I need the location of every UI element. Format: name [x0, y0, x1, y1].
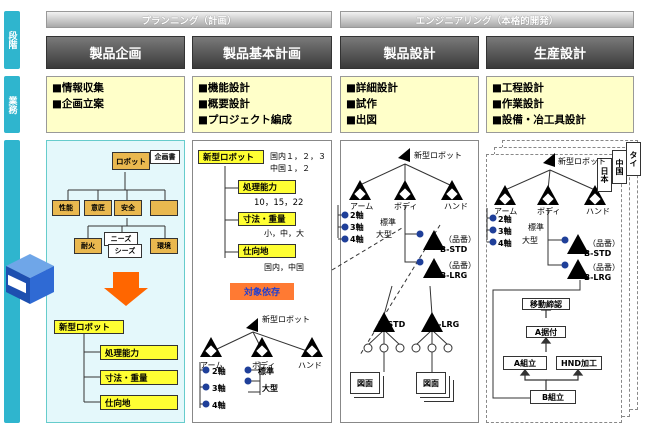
std-label: 標準 [258, 367, 274, 376]
safety-sub-folder [150, 200, 178, 216]
item-size-weight: 寸法・重量 [100, 370, 178, 385]
country-tab-china: 中国 [612, 150, 627, 184]
bstd-label: B-STD [584, 249, 612, 258]
engineering-group-header: エンジニアリング（本格的開発） [340, 11, 634, 28]
axis-2: 2軸 [498, 215, 512, 224]
arm-label: アーム [350, 202, 374, 211]
new-robot-label: 新型ロボット [54, 320, 124, 334]
flow-move-confirm: 移動締認 [522, 298, 570, 310]
task-item: ■作業設計 [492, 98, 544, 110]
arm-label: アーム [200, 361, 224, 370]
planning-group-header: プランニング（計画） [46, 11, 332, 28]
drawing-doc-a: 図面 [350, 372, 380, 394]
phase-product-design: 製品設計 [340, 36, 479, 69]
axis-2: 2軸 [212, 367, 226, 376]
part-number-label: （品番） [444, 261, 476, 270]
robot-folder: ロボット [112, 152, 150, 170]
sidebar-business: 業務 [4, 76, 20, 133]
task-item: ■設備・冶工具設計 [492, 114, 586, 126]
axis-2: 2軸 [350, 211, 364, 220]
task-item: ■詳細設計 [346, 82, 398, 94]
drawing-doc-b: 図面 [416, 372, 446, 394]
flow-hnd-machining: HND加工 [556, 356, 602, 370]
tasks-planning: ■情報収集 ■企画立案 [46, 76, 185, 133]
hand-label: ハンド [298, 361, 322, 370]
new-robot-label: 新型ロボット [198, 150, 264, 164]
phase-product-planning: 製品企画 [46, 36, 185, 69]
axis-4: 4軸 [498, 239, 512, 248]
body-label: ボディ [394, 202, 418, 211]
item-destination: 仕向地 [238, 244, 296, 258]
body-label: ボディ [537, 207, 561, 216]
axis-3: 3軸 [498, 227, 512, 236]
blrg-label: B-LRG [584, 273, 612, 282]
task-item: ■プロジェクト編成 [198, 114, 292, 126]
item-destination: 仕向地 [100, 395, 178, 410]
robot2-label: 新型ロボット [262, 315, 310, 324]
down-arrow-icon [104, 272, 148, 306]
country-tab-thai: タイ [626, 142, 641, 176]
task-item: ■試作 [346, 98, 377, 110]
large-label: 大型 [522, 236, 538, 245]
robot-triangle-icon [246, 318, 258, 332]
destination-values: 国内，中国 [264, 263, 304, 272]
environment-folder: 環境 [150, 238, 178, 254]
large-label: 大型 [376, 230, 392, 239]
fire-folder: 耐火 [74, 238, 102, 254]
part-number-label: （品番） [444, 235, 476, 244]
design-folder: 意匠 [84, 200, 112, 216]
task-item: ■工程設計 [492, 82, 544, 94]
task-item: ■概要設計 [198, 98, 250, 110]
axis-4: 4軸 [212, 401, 226, 410]
bstd-label: B-STD [440, 245, 468, 254]
part-number-label: （品番） [588, 239, 620, 248]
axis-3: 3軸 [212, 384, 226, 393]
std-label: 標準 [380, 218, 396, 227]
task-item: ■企画立案 [52, 98, 104, 110]
item-capacity: 処理能力 [100, 345, 178, 360]
hand-label: ハンド [586, 207, 610, 216]
task-item: ■出図 [346, 114, 377, 126]
tasks-product-design: ■詳細設計 ■試作 ■出図 [340, 76, 479, 133]
flow-a-assembly: A組立 [503, 356, 547, 370]
robot-label: 新型ロボット [558, 157, 606, 166]
tasks-basic-plan: ■機能設計 ■概要設計 ■プロジェクト編成 [192, 76, 332, 133]
capacity-values: 10，15，22 [254, 198, 304, 208]
bstd-node-label: B-STD [378, 320, 406, 329]
robot-label: 新型ロボット [414, 151, 462, 160]
task-item: ■機能設計 [198, 82, 250, 94]
size-values: 小，中，大 [264, 229, 304, 238]
item-capacity: 処理能力 [238, 180, 296, 194]
tasks-production-design: ■工程設計 ■作業設計 ■設備・冶工具設計 [486, 76, 634, 133]
plan-document: 企画書 [150, 150, 180, 164]
china-qty: 中国１，２ [270, 164, 310, 173]
item-size-weight: 寸法・重量 [238, 212, 296, 226]
hand-label: ハンド [444, 202, 468, 211]
seeds-document: シーズ [108, 244, 142, 258]
large-label: 大型 [262, 384, 278, 393]
target-dependent-badge: 対象依存 [230, 283, 294, 300]
blrg-label: B-LRG [440, 271, 468, 280]
arm-label: アーム [494, 207, 518, 216]
phase-production-design: 生産設計 [486, 36, 634, 69]
task-item: ■情報収集 [52, 82, 104, 94]
flow-a-install: A据付 [526, 326, 566, 338]
axis-4: 4軸 [350, 235, 364, 244]
body-label: ボディ [252, 361, 276, 370]
sap-cube-icon [2, 250, 58, 306]
blrg-node-label: B-LRG [432, 320, 460, 329]
performance-folder: 性能 [52, 200, 80, 216]
flow-b-assembly: B組立 [530, 390, 576, 404]
domestic-qty: 国内１，２，３ [270, 152, 326, 161]
axis-3: 3軸 [350, 223, 364, 232]
sidebar-stage: 段階 [4, 11, 20, 69]
phase-basic-plan: 製品基本計画 [192, 36, 332, 69]
part-number-label: （品番） [588, 263, 620, 272]
safety-folder: 安全 [114, 200, 142, 216]
std-label: 標準 [528, 223, 544, 232]
country-tab-japan: 日本 [597, 158, 612, 192]
